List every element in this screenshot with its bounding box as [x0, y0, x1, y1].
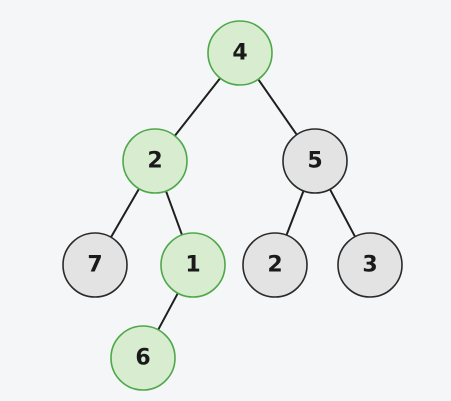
node-circle [62, 232, 128, 298]
tree-node: 3 [337, 232, 403, 298]
node-value-label: 6 [135, 346, 150, 371]
tree-edge [328, 188, 357, 238]
node-circle [282, 128, 348, 194]
tree-edge [109, 187, 141, 239]
highlighted-node-circle [207, 20, 273, 86]
tree-edge [173, 77, 222, 137]
tree-node: 5 [282, 128, 348, 194]
tree-edge [157, 292, 179, 331]
node-value-label: 5 [307, 149, 322, 174]
node-value-label: 3 [362, 253, 377, 278]
tree-node: 4 [207, 20, 273, 86]
node-circle [242, 232, 308, 298]
highlighted-node-circle [122, 128, 188, 194]
tree-node: 2 [242, 232, 308, 298]
node-value-label: 7 [87, 253, 102, 278]
tree-node: 7 [62, 232, 128, 298]
node-value-label: 2 [147, 149, 162, 174]
highlighted-node-circle [160, 232, 226, 298]
node-value-label: 1 [185, 253, 200, 278]
tree-edge [164, 190, 184, 236]
node-circle [337, 232, 403, 298]
nodes-layer: 4 2 5 7 1 2 3 6 [62, 20, 403, 391]
highlighted-node-circle [110, 325, 176, 391]
node-value-label: 2 [267, 253, 282, 278]
node-value-label: 4 [232, 41, 247, 66]
tree-node: 1 [160, 232, 226, 298]
tree-node: 6 [110, 325, 176, 391]
tree-edge [285, 189, 305, 237]
edges-layer [109, 77, 357, 331]
tree-node: 2 [122, 128, 188, 194]
tree-edge [257, 78, 298, 136]
